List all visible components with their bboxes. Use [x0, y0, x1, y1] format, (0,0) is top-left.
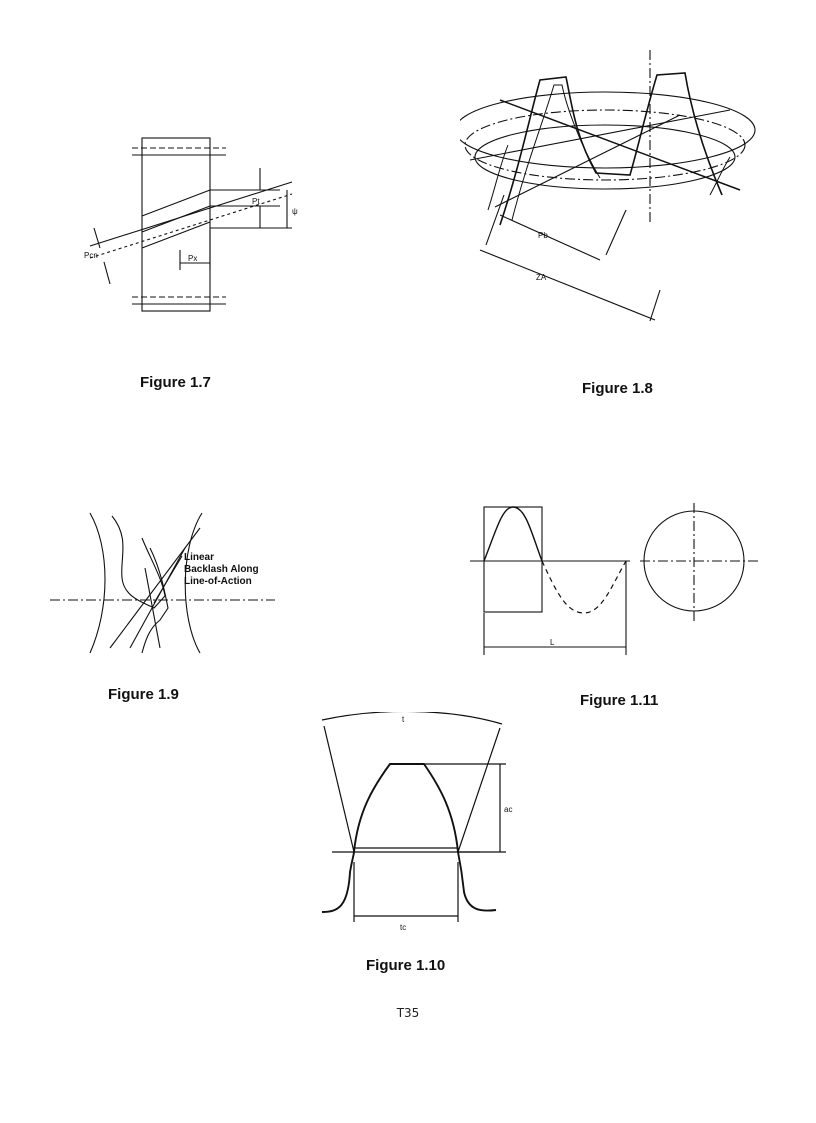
label-ac: ac — [504, 805, 512, 814]
figure-1-10-caption: Figure 1.10 — [366, 957, 446, 974]
figure-1-8-caption: Figure 1.8 — [582, 380, 653, 397]
page-number: T35 — [396, 1006, 420, 1020]
label-px: Px — [188, 254, 197, 263]
label-t: t — [402, 715, 405, 724]
figure-1-9-diagram: Linear Backlash Along Line-of-Action — [50, 508, 290, 658]
label-line-of-action: Line-of-Action — [184, 576, 252, 587]
figure-1-10-diagram: t ac tc — [318, 712, 528, 937]
figure-1-7-caption: Figure 1.7 — [140, 374, 211, 391]
figure-1-7-diagram: Pt ψ Pcn Px — [80, 130, 310, 320]
label-pcn: Pcn — [84, 251, 98, 260]
label-backlash-along: Backlash Along — [184, 564, 259, 575]
figure-1-11-caption: Figure 1.11 — [580, 692, 659, 709]
label-tc: tc — [400, 923, 406, 932]
label-linear: Linear — [184, 552, 214, 563]
label-pb: Pb — [538, 231, 548, 240]
figure-1-11-diagram: L — [470, 495, 770, 665]
label-l: L — [550, 638, 555, 647]
label-za: ZA — [536, 273, 547, 282]
figure-1-8-diagram: Pb ZA — [460, 45, 760, 330]
label-psi: ψ — [292, 207, 298, 216]
label-pt: Pt — [252, 197, 260, 206]
figure-1-9-caption: Figure 1.9 — [108, 686, 179, 703]
